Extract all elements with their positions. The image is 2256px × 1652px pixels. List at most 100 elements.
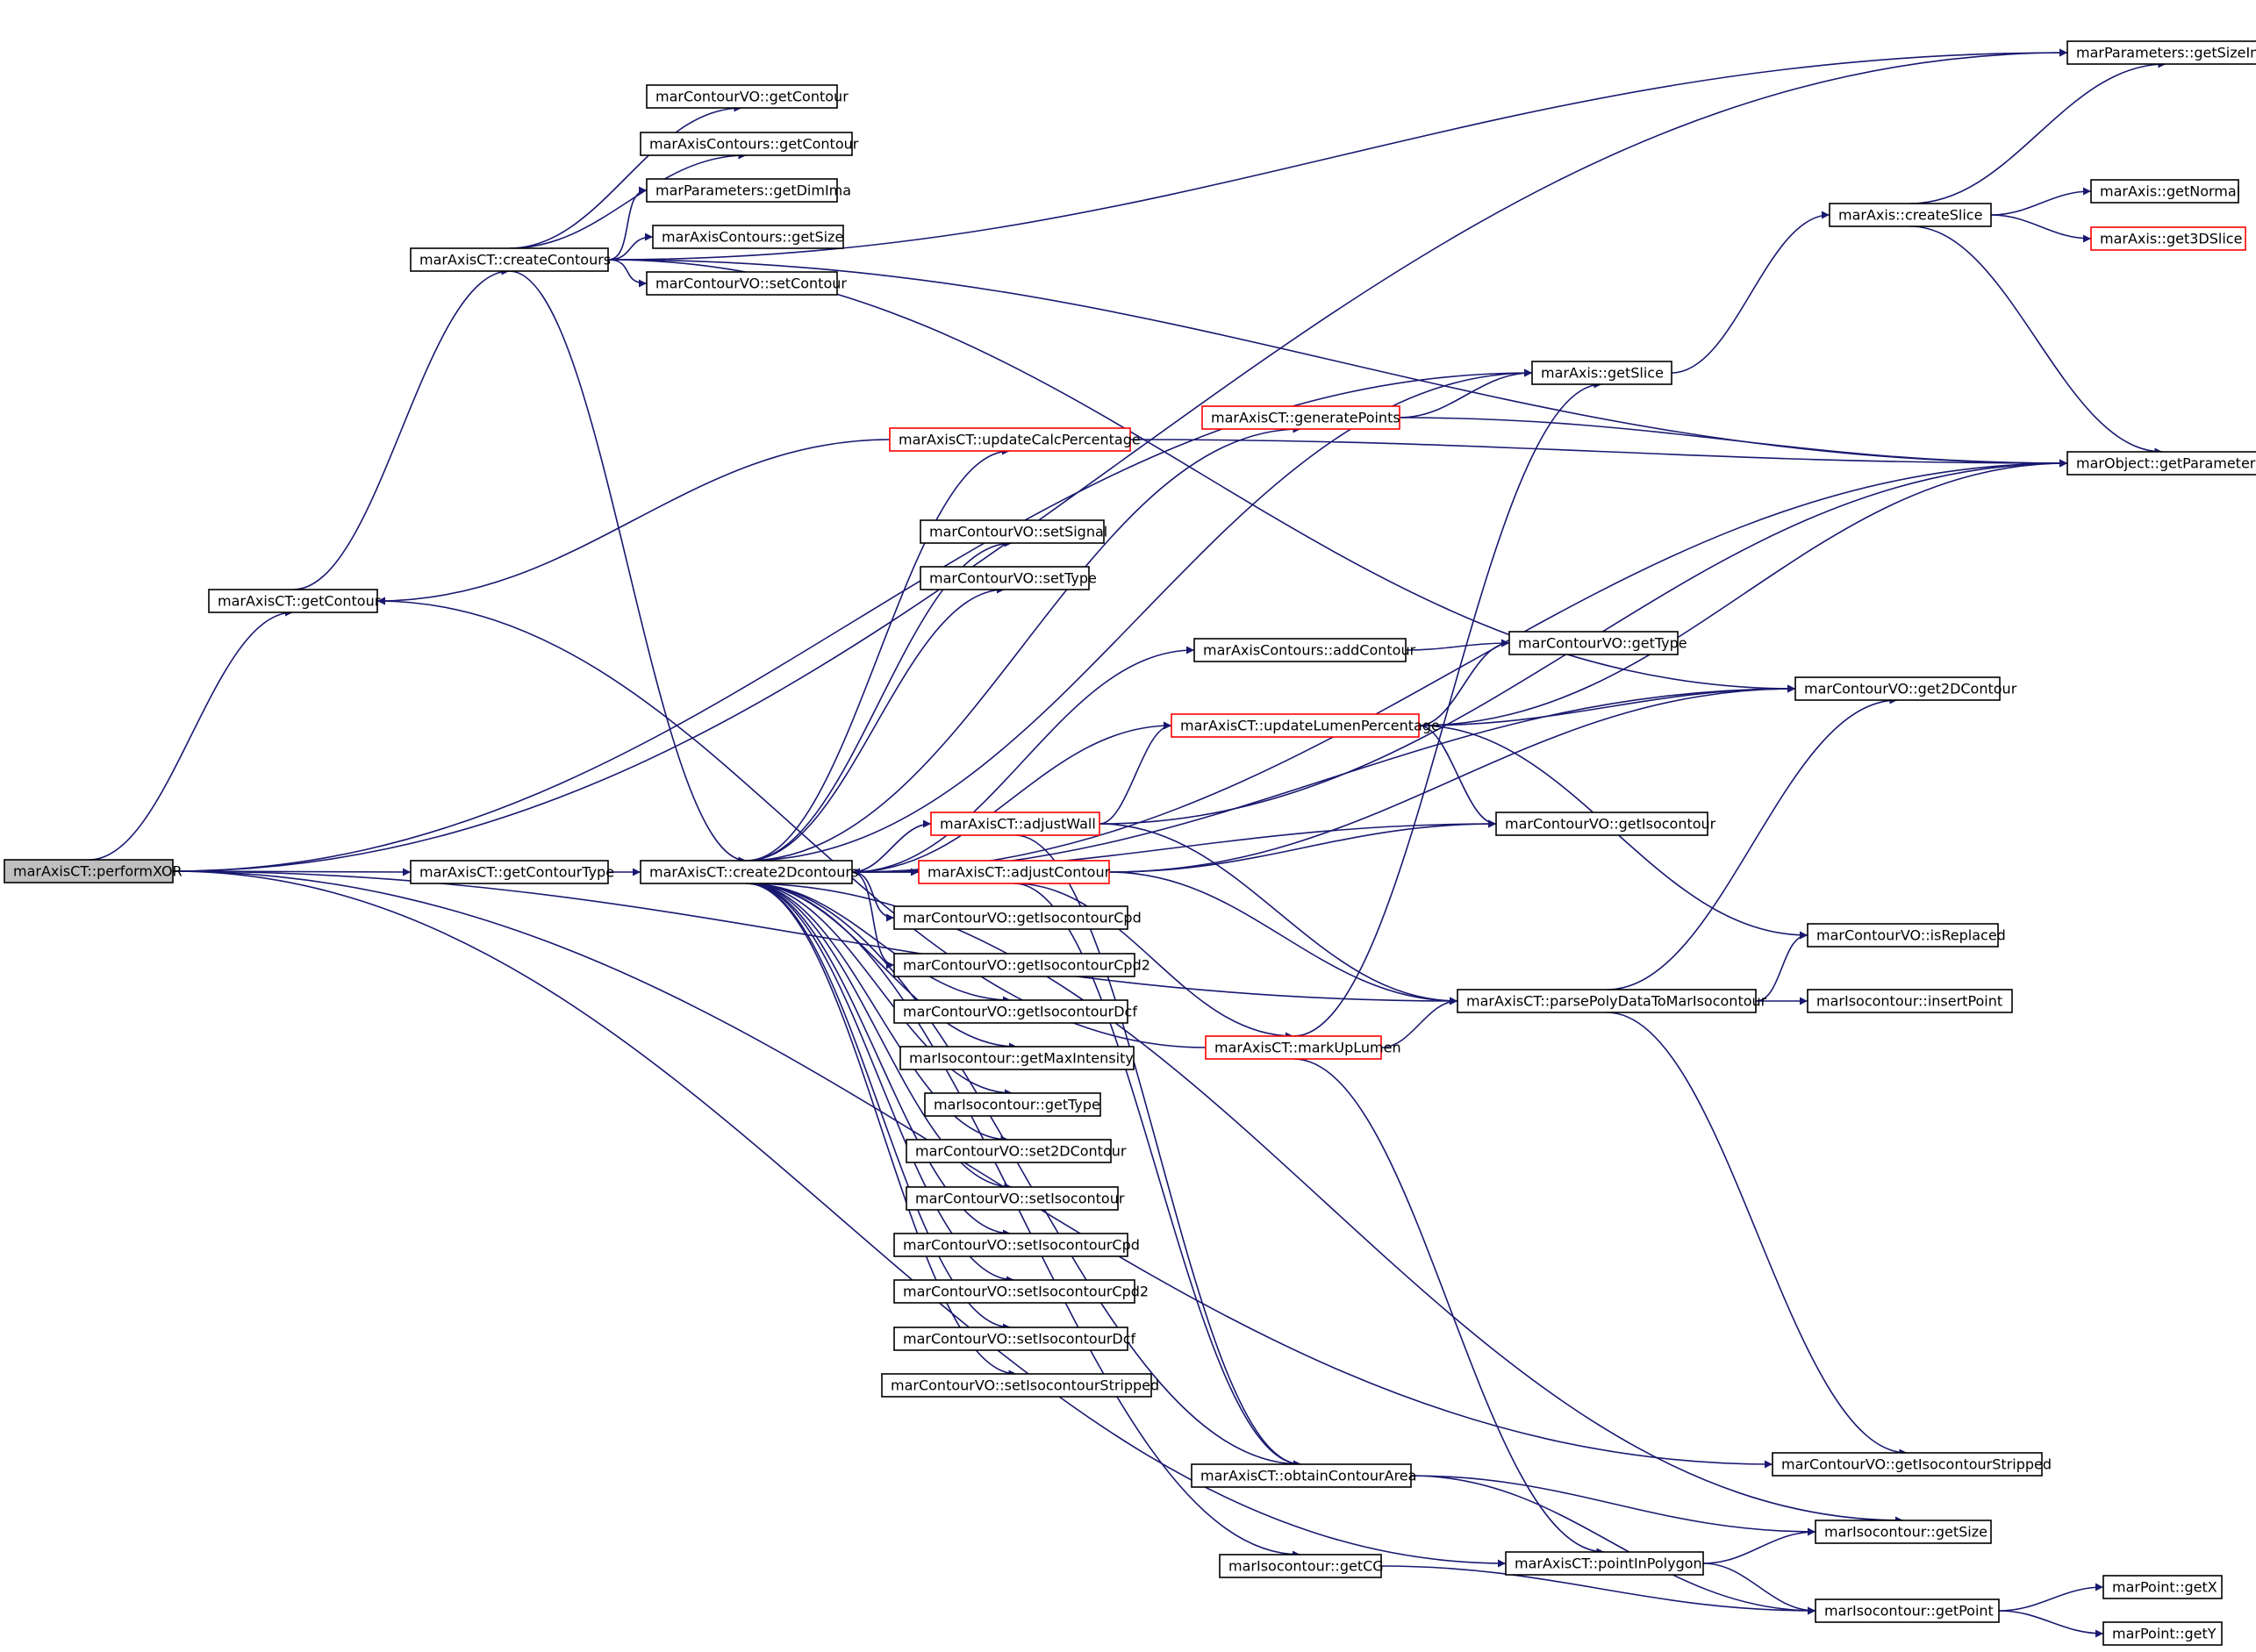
node-insertPoint[interactable]: marIsocontour::insertPoint [1807, 989, 2013, 1013]
node-label: marAxisCT::updateLumenPercentage [1180, 718, 1440, 734]
node-adjustWall[interactable]: marAxisCT::adjustWall [930, 812, 1100, 836]
node-setIsocontourCpd2[interactable]: marContourVO::setIsocontourCpd2 [893, 1279, 1149, 1304]
node-getIsocontourCpd2[interactable]: marContourVO::getIsocontourCpd2 [893, 953, 1150, 977]
node-box [906, 1139, 1112, 1163]
node-mac_getContour[interactable]: marAxisContours::getContour [640, 132, 859, 156]
node-getParameters[interactable]: marObject::getParameters [2066, 451, 2256, 476]
node-get3DSlice[interactable]: marAxis::get3DSlice [2090, 226, 2246, 251]
node-setContour[interactable]: marContourVO::setContour [646, 271, 847, 296]
node-generatePoints[interactable]: marAxisCT::generatePoints [1201, 405, 1400, 430]
edge-parsePolyData-to-isReplaced [1755, 931, 1808, 1002]
node-setIsocontourStripped[interactable]: marContourVO::setIsocontourStripped [881, 1373, 1159, 1398]
edge-markUpLumen-to-parsePolyData [1380, 997, 1458, 1048]
node-parsePolyData[interactable]: marAxisCT::parsePolyDataToMarIsocontour [1457, 989, 1767, 1013]
node-label: marAxisCT::generatePoints [1211, 410, 1400, 426]
node-updateLumenPercentage[interactable]: marAxisCT::updateLumenPercentage [1171, 713, 1440, 738]
node-label: marIsocontour::getPoint [1824, 1603, 1994, 1620]
node-getPoint[interactable]: marIsocontour::getPoint [1815, 1598, 2000, 1623]
node-getIsocontourDcf[interactable]: marContourVO::getIsocontourDcf [893, 999, 1137, 1024]
edge-performXOR-to-getSlice [172, 368, 1533, 872]
node-cvo_getType[interactable]: marContourVO::getType [1508, 631, 1687, 655]
node-getY[interactable]: marPoint::getY [2102, 1621, 2223, 1646]
node-box [1171, 713, 1420, 738]
node-addContour[interactable]: marAxisContours::addContour [1193, 638, 1416, 662]
node-box [1807, 989, 2013, 1013]
node-getMaxIntensity[interactable]: marIsocontour::getMaxIntensity [899, 1046, 1135, 1070]
node-label: marAxisCT::markUpLumen [1214, 1040, 1401, 1056]
node-getIsocontourStripped[interactable]: marContourVO::getIsocontourStripped [1772, 1452, 2052, 1477]
edge-adjustContour-to-parsePolyData [1108, 871, 1458, 1005]
edge-generatePoints-to-getParameters [1399, 417, 2068, 468]
node-box [1201, 405, 1400, 430]
node-pointInPolygon[interactable]: marAxisCT::pointInPolygon [1505, 1551, 1704, 1576]
node-getContour[interactable]: marAxisCT::getContour [208, 589, 381, 613]
node-setType[interactable]: marContourVO::setType [920, 566, 1097, 590]
node-createSlice[interactable]: marAxis::createSlice [1829, 203, 1992, 227]
node-obtainContourArea[interactable]: marAxisCT::obtainContourArea [1191, 1463, 1416, 1488]
node-label: marContourVO::setIsocontour [915, 1191, 1125, 1207]
node-create2Dcontours[interactable]: marAxisCT::create2Dcontours [640, 860, 858, 884]
edge-create2Dcontours-to-getIsocontourCpd2 [851, 871, 895, 969]
node-box [1807, 923, 1999, 948]
node-label: marContourVO::isReplaced [1816, 927, 2006, 944]
node-getX[interactable]: marPoint::getX [2102, 1575, 2223, 1599]
node-mac_getSize[interactable]: marAxisContours::getSize [652, 225, 844, 249]
node-getIsocontourCpd[interactable]: marContourVO::getIsocontourCpd [893, 905, 1142, 930]
node-getSizeIma[interactable]: marParameters::getSizeIma [2066, 40, 2256, 65]
node-label: marContourVO::getIsocontourCpd2 [903, 957, 1150, 974]
node-label: marContourVO::get2DContour [1804, 681, 2017, 697]
node-box [893, 1327, 1128, 1351]
edge-createContours-to-getDimIma [607, 186, 648, 261]
edge-getPoint-to-getY [1998, 1610, 2104, 1638]
node-getNormal[interactable]: marAxis::getNormal [2090, 179, 2240, 204]
node-get2DContour[interactable]: marContourVO::get2DContour [1794, 676, 2017, 701]
edge-createContours-to-mac_getContour [509, 151, 747, 249]
edge-create2Dcontours-to-setSignal [746, 539, 1013, 862]
node-getIsocontour[interactable]: marContourVO::getIsocontour [1495, 812, 1716, 836]
node-label: marContourVO::setContour [655, 275, 847, 292]
node-cvo_getContour[interactable]: marContourVO::getContour [646, 84, 849, 109]
node-performXOR[interactable]: marAxisCT::performXOR [4, 859, 183, 883]
nodes-layer: marAxisCT::performXOR marAxisCT::getConto… [4, 40, 2256, 1646]
node-label: marAxis::createSlice [1838, 207, 1982, 224]
node-getDimIma[interactable]: marParameters::getDimIma [646, 178, 851, 203]
node-createContours[interactable]: marAxisCT::createContours [410, 247, 611, 272]
edge-getContour-to-createContours [292, 267, 510, 590]
edge-updateLumenPercentage-to-getIsocontour [1418, 725, 1497, 828]
node-label: marAxisCT::getContour [218, 593, 381, 610]
edge-create2Dcontours-to-setIsocontourCpd2 [746, 883, 1015, 1284]
node-box [2090, 179, 2239, 204]
node-getSlice[interactable]: marAxis::getSlice [1531, 361, 1672, 385]
node-label: marAxisCT::updateCalcPercentage [899, 432, 1141, 448]
node-label: marContourVO::setSignal [929, 524, 1107, 540]
node-iso_getType[interactable]: marIsocontour::getType [924, 1092, 1101, 1117]
node-box [893, 1233, 1128, 1257]
node-label: marContourVO::setIsocontourStripped [891, 1377, 1159, 1394]
node-label: marParameters::getDimIma [655, 182, 851, 199]
node-box [208, 589, 378, 613]
node-set2DContour[interactable]: marContourVO::set2DContour [906, 1139, 1127, 1163]
node-iso_getSize[interactable]: marIsocontour::getSize [1815, 1520, 1992, 1544]
node-label: marContourVO::getIsocontourStripped [1781, 1456, 2052, 1473]
edge-create2Dcontours-to-setType [746, 585, 1006, 862]
node-label: marContourVO::setIsocontourDcf [903, 1331, 1136, 1348]
edge-performXOR-to-getSizeIma [172, 48, 2068, 872]
node-setSignal[interactable]: marContourVO::setSignal [920, 519, 1107, 544]
node-box [1457, 989, 1757, 1013]
node-setIsocontourDcf[interactable]: marContourVO::setIsocontourDcf [893, 1327, 1136, 1351]
node-box [1505, 1551, 1704, 1576]
node-box [4, 859, 174, 883]
node-markUpLumen[interactable]: marAxisCT::markUpLumen [1205, 1035, 1401, 1060]
node-setIsocontourCpd[interactable]: marContourVO::setIsocontourCpd [893, 1233, 1140, 1257]
node-getContourType[interactable]: marAxisCT::getContourType [410, 860, 614, 884]
edge-adjustContour-to-getIsocontour [1108, 819, 1497, 873]
node-box [893, 1279, 1135, 1304]
node-getCG[interactable]: marIsocontour::getCG [1219, 1554, 1384, 1578]
node-isReplaced[interactable]: marContourVO::isReplaced [1807, 923, 2006, 948]
node-label: marAxisContours::addContour [1203, 642, 1416, 659]
edge-performXOR-to-getContour [88, 608, 294, 861]
node-label: marContourVO::getIsocontourDcf [903, 1004, 1137, 1020]
node-updateCalcPercentage[interactable]: marAxisCT::updateCalcPercentage [889, 427, 1141, 452]
node-adjustContour[interactable]: marAxisCT::adjustContour [918, 860, 1111, 884]
node-setIsocontour[interactable]: marContourVO::setIsocontour [906, 1186, 1125, 1211]
